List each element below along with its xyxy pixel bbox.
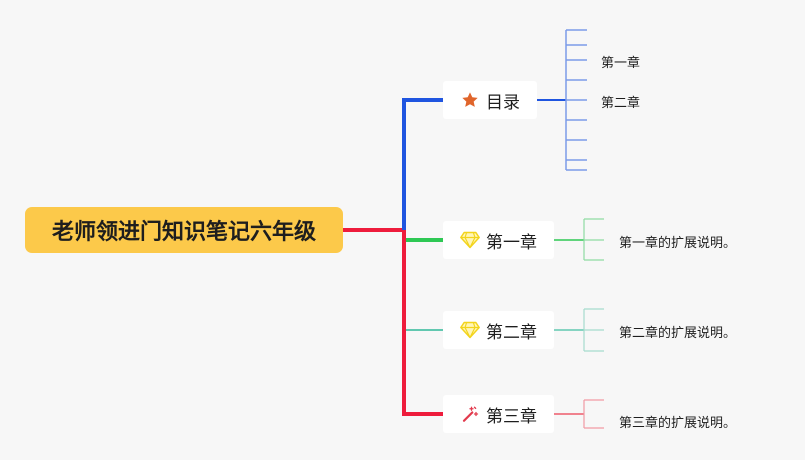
chapter-2-note[interactable]: 第二章的扩展说明。 (619, 326, 737, 341)
ch3-subtree-lines (554, 399, 604, 429)
ch1-subtree-lines (554, 218, 604, 261)
topic-chapter-2[interactable]: 第二章 (443, 311, 554, 349)
topic-toc[interactable]: 目录 (443, 81, 537, 119)
root-topic[interactable]: 老师领进门知识笔记六年级 (25, 207, 343, 253)
topic-chapter-1-label: 第一章 (486, 232, 537, 253)
magic-wand-icon (460, 404, 480, 424)
connector-toc (402, 98, 443, 230)
toc-item-chapter-1[interactable]: 第一章 (601, 56, 641, 71)
topic-chapter-3[interactable]: 第三章 (443, 395, 554, 433)
star-icon (460, 90, 480, 110)
ch2-subtree-lines (554, 308, 604, 352)
toc-subtree-lines (537, 29, 587, 171)
topic-chapter-2-label: 第二章 (486, 322, 537, 343)
toc-item-chapter-2[interactable]: 第二章 (601, 96, 641, 111)
topic-chapter-3-label: 第三章 (486, 406, 537, 427)
chapter-3-note[interactable]: 第三章的扩展说明。 (619, 416, 737, 431)
topic-toc-label: 目录 (486, 92, 520, 113)
chapter-1-note[interactable]: 第一章的扩展说明。 (619, 236, 737, 251)
connector-ch3 (402, 230, 443, 416)
diamond-icon (460, 320, 480, 340)
diamond-icon (460, 230, 480, 250)
root-topic-label: 老师领进门知识笔记六年级 (51, 220, 316, 245)
topic-chapter-1[interactable]: 第一章 (443, 221, 554, 259)
